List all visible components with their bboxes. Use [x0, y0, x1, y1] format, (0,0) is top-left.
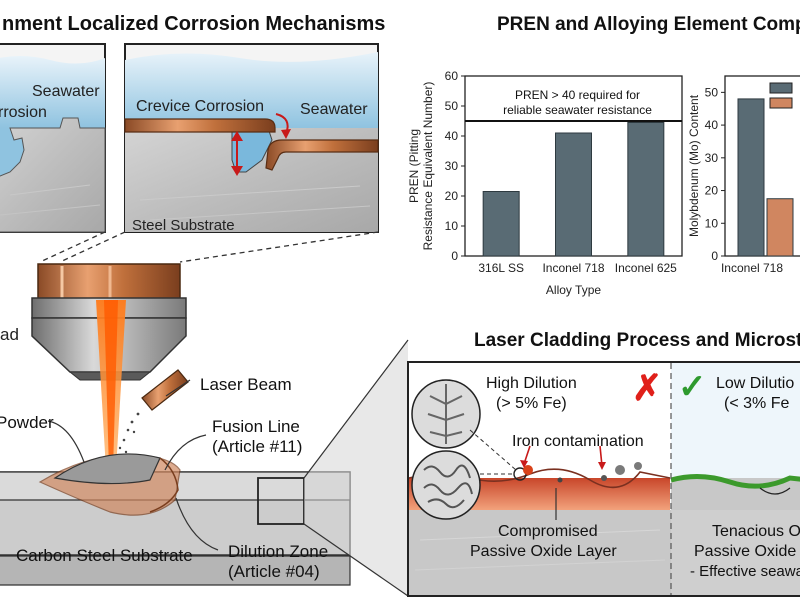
good-check-mark: ✓: [678, 368, 707, 406]
mo-ytick-label-4: 40: [705, 118, 719, 132]
dilution-zone-label: Dilution Zone: [228, 542, 328, 561]
pitting-corrosion-label: rrosion: [0, 104, 47, 121]
compromised-layer-label: Passive Oxide Layer: [470, 543, 617, 560]
pren-threshold-label: PREN > 40 required for: [515, 88, 640, 102]
mo-xtick-label-0: Inconel 718: [721, 261, 783, 275]
fusion-line-label: Fusion Line: [212, 417, 300, 436]
powder-label: Powder: [0, 413, 54, 432]
zoom-connector: [257, 339, 409, 597]
steel-substrate-label: Steel Substrate: [132, 217, 235, 234]
pren-ylabel-line-1: PREN (Pitting: [407, 129, 421, 203]
tenacious-label: Tenacious O: [712, 523, 800, 540]
compromised-label: Compromised: [498, 523, 598, 540]
laser-beam-core: [104, 300, 118, 470]
pren-ylabel-line-2: Resistance Equivalent Number): [421, 82, 435, 251]
mo-ytick-label-1: 10: [705, 216, 719, 230]
pren-bar-1: [555, 132, 592, 257]
laser-beam-label: Laser Beam: [200, 375, 292, 394]
laser-head: ad: [0, 263, 187, 381]
dilution-zone-ref: (Article #04): [228, 562, 320, 581]
pitting-box: Seawater rrosion: [0, 43, 106, 233]
iron-contamination-label: Iron contamination: [512, 433, 644, 450]
crevice-box: Crevice Corrosion Seawater Steel Substra…: [124, 43, 379, 234]
pren-ytick-label-2: 20: [445, 189, 459, 203]
low-dilution-title: Low Dilutio: [716, 375, 794, 392]
corrosion-connectors: [39, 231, 379, 263]
pren-ytick-label-6: 60: [445, 69, 459, 83]
pren-chart: 0 10 20 30 40 50 60 316L SS Inconel 718 Inconel 6…: [407, 69, 683, 297]
powder-feed-tube: [118, 369, 189, 454]
bad-cross-mark: ✗: [632, 367, 662, 408]
tenacious-effective-label: - Effective seawa: [690, 563, 800, 580]
low-dilution-fe: (< 3% Fe: [724, 395, 789, 412]
pren-xtick-label-2: Inconel 625: [615, 261, 677, 275]
mo-ylabel: Molybdenum (Mo) Content: [687, 94, 701, 237]
fusion-line-ref: (Article #11): [212, 437, 302, 456]
mo-legend-swatch-2: [769, 97, 793, 109]
pren-xlabel: Alloy Type: [546, 283, 601, 297]
mo-bar-1: [766, 198, 794, 257]
corrosion-panel-title: nment Localized Corrosion Mechanisms: [2, 13, 385, 35]
crevice-corrosion-label: Crevice Corrosion: [136, 98, 264, 115]
laser-panel-title: Laser Cladding Process and Microst: [474, 330, 800, 351]
mo-ytick-label-3: 30: [705, 151, 719, 165]
high-dilution-fe: (> 5% Fe): [496, 395, 567, 412]
pren-threshold-label-2: reliable seawater resistance: [503, 103, 652, 117]
pren-ytick-label-0: 0: [451, 249, 458, 263]
pren-ytick-label-3: 30: [445, 159, 459, 173]
mo-legend-swatch-1: [769, 82, 793, 94]
microstructure-panel: High Dilution (> 5% Fe) ✗ Iron contamina…: [407, 361, 800, 597]
high-dilution-title: High Dilution: [486, 375, 577, 392]
pren-ytick-label-4: 40: [445, 129, 459, 143]
process-labels: Laser Beam Powder Fusion Line (Article #…: [0, 375, 328, 581]
pren-ytick-label-1: 10: [445, 219, 459, 233]
low-dilution-clad: [670, 474, 800, 489]
pren-bar-2: [627, 122, 665, 257]
mo-ytick-label-5: 50: [705, 85, 719, 99]
crevice-seawater-label: Seawater: [300, 101, 368, 118]
substrate-label: Carbon Steel Substrate: [16, 546, 193, 565]
mo-bar-0: [737, 98, 765, 257]
pren-ylabel: PREN (PittingResistance Equivalent Numbe…: [407, 82, 435, 251]
pren-xtick-label-0: 316L SS: [478, 261, 524, 275]
pren-ytick-label-5: 50: [445, 99, 459, 113]
pitting-seawater-label: Seawater: [32, 83, 100, 100]
head-label: ad: [0, 325, 19, 344]
mo-ytick-label-2: 20: [705, 184, 719, 198]
pren-panel-title: PREN and Alloying Element Comp: [497, 14, 800, 35]
mo-ytick-label-0: 0: [711, 249, 718, 263]
pren-xtick-label-1: Inconel 718: [542, 261, 604, 275]
pren-bar-0: [482, 191, 520, 257]
tenacious-passive-label: Passive Oxide: [694, 543, 796, 560]
